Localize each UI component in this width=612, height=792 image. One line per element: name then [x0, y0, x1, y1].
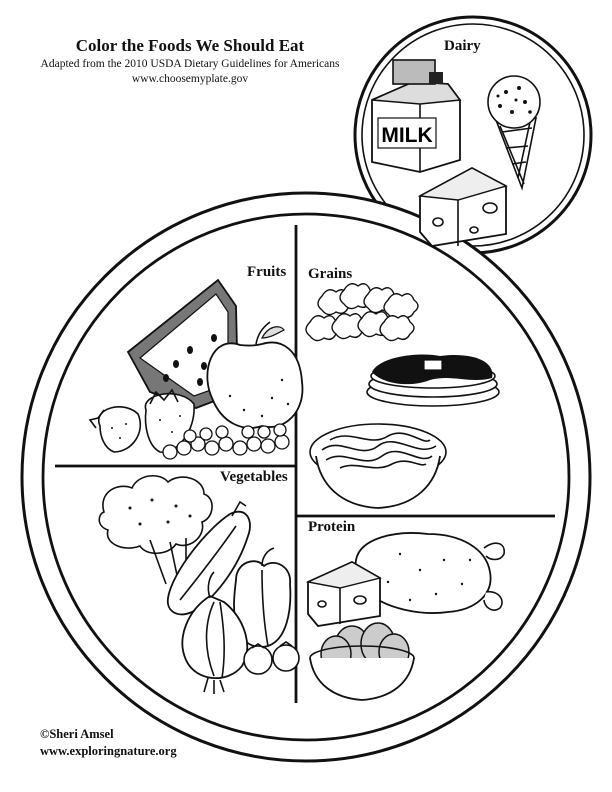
source-url: www.choosemyplate.gov	[131, 73, 249, 85]
section-label-fruits: Fruits	[247, 264, 287, 280]
grapes-icon	[162, 423, 290, 460]
ice-cream-cone-icon	[487, 75, 541, 191]
plate	[20, 191, 592, 763]
milk-carton-icon: MILK	[371, 59, 462, 173]
section-label-protein: Protein	[308, 519, 356, 535]
copyright-credit: ©Sheri Amsel	[40, 727, 114, 741]
page-title: Color the Foods We Should Eat	[75, 36, 305, 55]
section-label-dairy: Dairy	[444, 38, 481, 54]
cheese-icon	[305, 560, 382, 627]
cheese-wedge-icon	[417, 166, 508, 247]
eggs-bowl-icon	[309, 622, 415, 701]
section-label-vegetables: Vegetables	[220, 469, 288, 485]
page-subtitle: Adapted from the 2010 USDA Dietary Guide…	[40, 58, 340, 70]
section-label-grains: Grains	[308, 266, 353, 282]
spaghetti-bowl-icon	[309, 423, 447, 509]
website-credit: www.exploringnature.org	[40, 744, 177, 758]
apple-icon	[206, 321, 304, 429]
tomatoes-icon	[243, 641, 300, 675]
broccoli-icon	[98, 475, 213, 585]
strawberries-icon	[88, 388, 195, 453]
cereal-icon	[305, 283, 419, 342]
pancakes-icon	[366, 354, 500, 407]
milk-label-text: MILK	[381, 124, 432, 147]
squash-icon	[166, 500, 251, 616]
onion-icon	[181, 571, 249, 694]
